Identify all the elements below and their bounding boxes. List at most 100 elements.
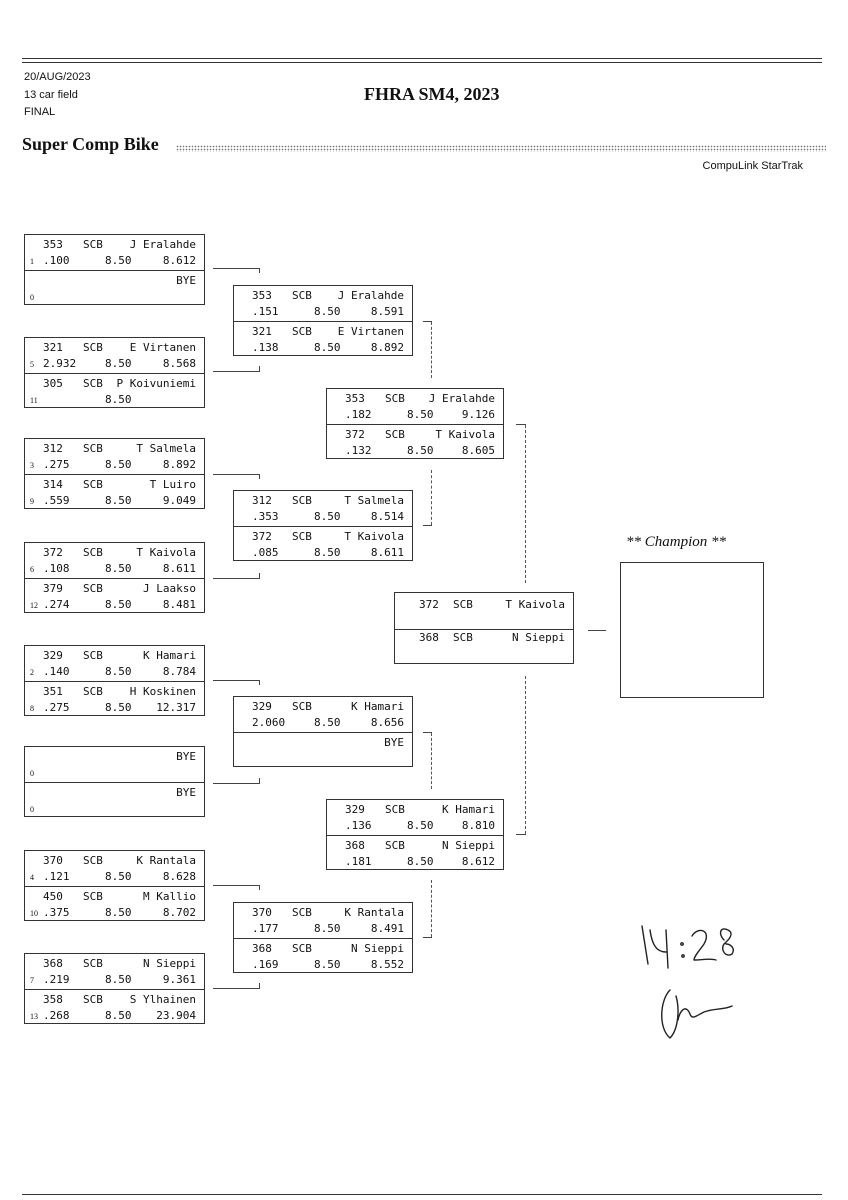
car-class: SCB bbox=[83, 890, 103, 903]
dial-in: 8.50 bbox=[314, 958, 341, 971]
racer-slot: 351 SCB H Koskinen 8 .275 8.50 12.317 bbox=[25, 681, 204, 717]
reaction-time: 2.060 bbox=[252, 716, 286, 729]
racer-slot: 372 SCB T Kaivola bbox=[395, 593, 573, 628]
racer-slot: 312 SCB T Salmela 3 .275 8.50 8.892 bbox=[25, 439, 204, 474]
dial-in: 8.50 bbox=[105, 494, 132, 507]
connector-dashed bbox=[525, 425, 526, 583]
racer-slot: BYE 0 bbox=[25, 782, 204, 818]
dial-in: 8.50 bbox=[105, 665, 132, 678]
elapsed-time: 8.628 bbox=[162, 870, 196, 883]
racer-name: P Koivuniemi bbox=[116, 377, 196, 390]
racer-slot: 353 SCB J Eralahde .182 8.50 9.126 bbox=[327, 389, 503, 424]
dial-in: 8.50 bbox=[314, 341, 341, 354]
racer-slot: 370 SCB K Rantala .177 8.50 8.491 bbox=[234, 903, 412, 938]
racer-name: M Kallio bbox=[143, 890, 196, 903]
reaction-time: .181 bbox=[345, 855, 372, 868]
r1-match-8: 368 SCB N Sieppi 7 .219 8.50 9.361 358 S… bbox=[24, 953, 205, 1024]
racer-name: BYE bbox=[176, 274, 196, 287]
seed-number: 1 bbox=[30, 257, 34, 266]
racer-name: T Kaivola bbox=[136, 546, 196, 559]
r2-match-4: 370 SCB K Rantala .177 8.50 8.491 368 SC… bbox=[233, 902, 413, 973]
r2-match-3: 329 SCB K Hamari 2.060 8.50 8.656 BYE bbox=[233, 696, 413, 767]
r1-match-7: 370 SCB K Rantala 4 .121 8.50 8.628 450 … bbox=[24, 850, 205, 921]
racer-slot: BYE 0 bbox=[25, 270, 204, 306]
car-class: SCB bbox=[83, 442, 103, 455]
connector-line bbox=[213, 680, 260, 681]
racer-slot: 329 SCB K Hamari .136 8.50 8.810 bbox=[327, 800, 503, 835]
r3-match-2: 329 SCB K Hamari .136 8.50 8.810 368 SCB… bbox=[326, 799, 504, 870]
connector-line bbox=[423, 525, 432, 526]
car-class: SCB bbox=[292, 530, 312, 543]
r1-match-1: 353 SCB J Eralahde 1 .100 8.50 8.612 BYE… bbox=[24, 234, 205, 305]
racer-name: T Salmela bbox=[136, 442, 196, 455]
dial-in: 8.50 bbox=[407, 855, 434, 868]
bottom-rule bbox=[22, 1194, 822, 1195]
seed-number: 0 bbox=[30, 293, 34, 302]
reaction-time: 2.932 bbox=[43, 357, 77, 370]
connector-dashed bbox=[431, 322, 432, 378]
elapsed-time: 8.656 bbox=[370, 716, 404, 729]
car-number: 358 bbox=[43, 993, 63, 1006]
dial-in: 8.50 bbox=[105, 458, 132, 471]
reaction-time: .559 bbox=[43, 494, 70, 507]
dial-in: 8.50 bbox=[105, 393, 132, 406]
racer-slot: 450 SCB M Kallio 10 .375 8.50 8.702 bbox=[25, 886, 204, 922]
connector-line bbox=[259, 983, 260, 988]
car-class: SCB bbox=[292, 906, 312, 919]
car-class: SCB bbox=[83, 957, 103, 970]
car-number: 321 bbox=[43, 341, 63, 354]
racer-name: J Eralahde bbox=[337, 289, 404, 302]
dial-in: 8.50 bbox=[105, 870, 132, 883]
car-number: 372 bbox=[419, 598, 439, 611]
car-number: 312 bbox=[43, 442, 63, 455]
car-number: 372 bbox=[43, 546, 63, 559]
elapsed-time: 8.605 bbox=[461, 444, 495, 457]
racer-name: BYE bbox=[176, 750, 196, 763]
car-number: 353 bbox=[43, 238, 63, 251]
connector-dashed bbox=[525, 676, 526, 834]
racer-slot: 353 SCB J Eralahde .151 8.50 8.591 bbox=[234, 286, 412, 321]
car-class: SCB bbox=[83, 649, 103, 662]
racer-slot: 368 SCB N Sieppi bbox=[395, 629, 573, 665]
elapsed-time: 8.612 bbox=[162, 254, 196, 267]
racer-name: J Eralahde bbox=[428, 392, 495, 405]
dial-in: 8.50 bbox=[314, 305, 341, 318]
racer-name: T Kaivola bbox=[344, 530, 404, 543]
racer-name: H Koskinen bbox=[129, 685, 196, 698]
car-number: 329 bbox=[252, 700, 272, 713]
connector-line bbox=[259, 474, 260, 479]
racer-slot: 321 SCB E Virtanen .138 8.50 8.892 bbox=[234, 321, 412, 357]
dial-in: 8.50 bbox=[105, 562, 132, 575]
racer-name: K Rantala bbox=[344, 906, 404, 919]
dial-in: 8.50 bbox=[407, 444, 434, 457]
racer-name: K Hamari bbox=[442, 803, 495, 816]
car-number: 372 bbox=[345, 428, 365, 441]
elapsed-time: 8.481 bbox=[162, 598, 196, 611]
car-class: SCB bbox=[83, 341, 103, 354]
racer-slot: 329 SCB K Hamari 2 .140 8.50 8.784 bbox=[25, 646, 204, 681]
car-class: SCB bbox=[292, 942, 312, 955]
reaction-time: .138 bbox=[252, 341, 279, 354]
connector-line bbox=[259, 573, 260, 578]
seed-number: 4 bbox=[30, 873, 34, 882]
racer-name: N Sieppi bbox=[143, 957, 196, 970]
reaction-time: .274 bbox=[43, 598, 70, 611]
elapsed-time: 9.361 bbox=[162, 973, 196, 986]
car-number: 368 bbox=[252, 942, 272, 955]
elapsed-time: 8.892 bbox=[162, 458, 196, 471]
connector-line bbox=[213, 783, 260, 784]
elapsed-time: 8.892 bbox=[370, 341, 404, 354]
car-number: 368 bbox=[419, 631, 439, 644]
reaction-time: .353 bbox=[252, 510, 279, 523]
seed-number: 11 bbox=[30, 396, 38, 405]
elapsed-time: 9.126 bbox=[461, 408, 495, 421]
field-size: 13 car field bbox=[24, 89, 78, 101]
racer-slot: 372 SCB T Kaivola 6 .108 8.50 8.611 bbox=[25, 543, 204, 578]
car-number: 368 bbox=[43, 957, 63, 970]
reaction-time: .121 bbox=[43, 870, 70, 883]
racer-slot: 368 SCB N Sieppi .181 8.50 8.612 bbox=[327, 835, 503, 871]
car-class: SCB bbox=[385, 392, 405, 405]
reaction-time: .140 bbox=[43, 665, 70, 678]
seed-number: 3 bbox=[30, 461, 34, 470]
seed-number: 6 bbox=[30, 565, 34, 574]
